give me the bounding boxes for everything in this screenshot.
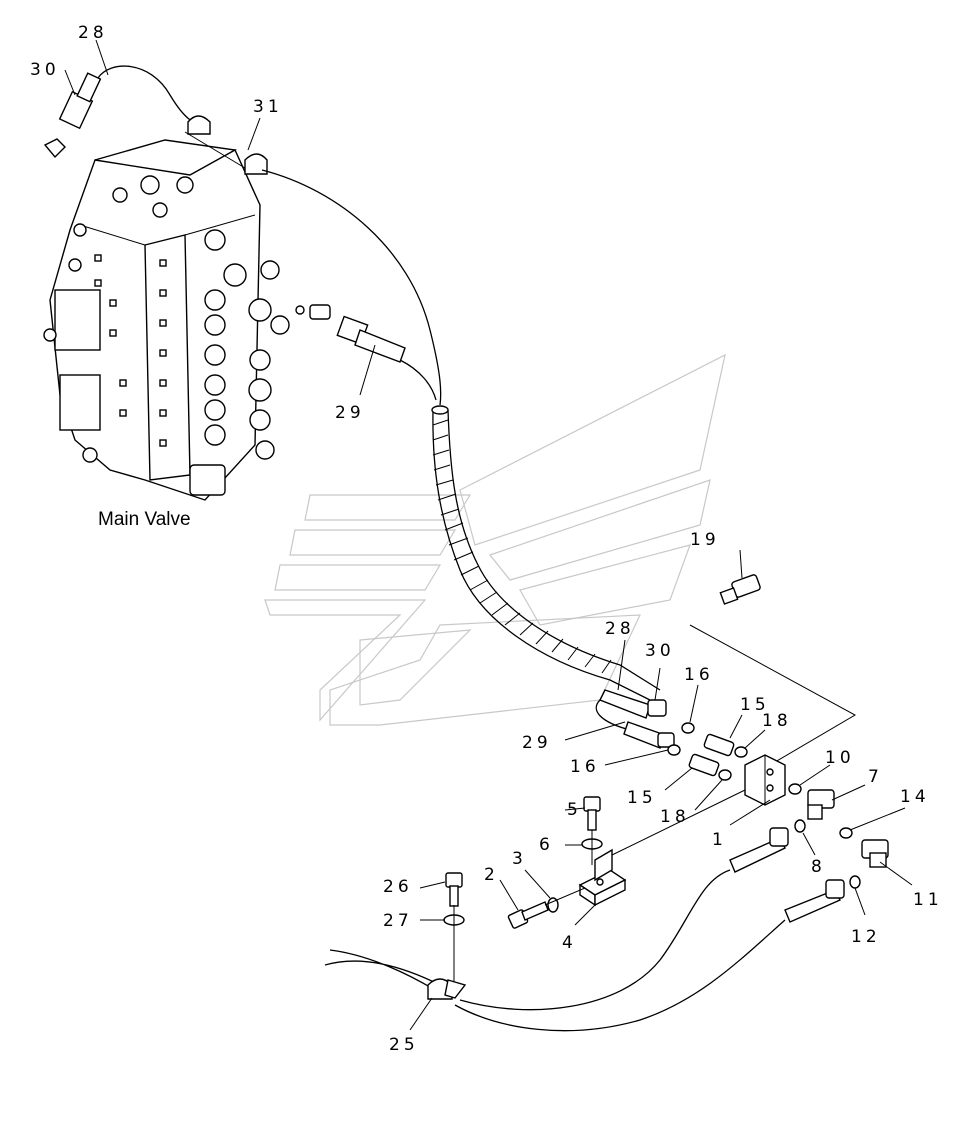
- callout-16-mid: 16: [570, 757, 600, 777]
- callout-26: 26: [383, 877, 413, 897]
- callout-15-top: 15: [740, 695, 770, 715]
- bolt-2: [507, 901, 549, 929]
- main-valve: [43, 139, 290, 501]
- callout-16-top: 16: [684, 665, 714, 685]
- o-ring-16b: [667, 744, 681, 756]
- callout-10: 10: [825, 748, 855, 768]
- o-ring-18b: [718, 769, 732, 781]
- block-1: [744, 754, 786, 806]
- elbow-11: [861, 839, 889, 868]
- callout-2: 2: [484, 865, 499, 885]
- valve-ports: [43, 175, 290, 463]
- watermark-logo: [264, 353, 726, 726]
- connectors-15: [688, 733, 735, 777]
- o-ring-14: [839, 827, 853, 839]
- callout-11: 11: [913, 890, 943, 910]
- clamp-25: [427, 978, 467, 1000]
- sensor-30-top: [43, 72, 102, 159]
- harness-28-top: [97, 65, 206, 126]
- callout-18-top: 18: [762, 711, 792, 731]
- callout-31: 31: [253, 97, 283, 117]
- callout-15-mid: 15: [627, 788, 657, 808]
- main-cable-2: [399, 359, 437, 401]
- callout-28-top: 28: [78, 23, 108, 43]
- elbow-7: [807, 789, 835, 820]
- spiral-wrap-hose: [431, 405, 661, 701]
- callout-29-top: 29: [335, 403, 365, 423]
- lower-hose-2: [454, 919, 786, 1032]
- bolt-26: [445, 872, 463, 907]
- bolt-5: [583, 796, 601, 831]
- sensor-29-valve: [295, 304, 406, 363]
- o-ring-10: [788, 783, 802, 795]
- callout-18-mid: 18: [660, 807, 690, 827]
- callout-27: 27: [383, 911, 413, 931]
- callout-1: 1: [712, 830, 727, 850]
- washer-3: [547, 897, 559, 913]
- guide-19: [689, 624, 857, 766]
- valve-holes: [94, 254, 167, 447]
- callout-7: 7: [868, 767, 883, 787]
- o-ring-16a: [681, 722, 695, 734]
- callout-30-top: 30: [30, 60, 60, 80]
- callout-4: 4: [562, 933, 577, 953]
- main-cable: [261, 169, 442, 406]
- callout-30-mid: 30: [645, 641, 675, 661]
- main-valve-caption: Main Valve: [98, 509, 191, 530]
- bracket-4: [578, 848, 627, 907]
- harness-ends: [595, 689, 675, 749]
- lower-hose-1: [459, 869, 731, 1011]
- callout-3: 3: [512, 849, 527, 869]
- callout-8: 8: [811, 857, 826, 877]
- callout-19: 19: [690, 530, 720, 550]
- leader-lines: [64, 39, 913, 1031]
- callout-14: 14: [900, 787, 930, 807]
- callout-6: 6: [539, 835, 554, 855]
- clamps-31: [184, 115, 268, 175]
- hose-fittings: [729, 827, 861, 923]
- o-ring-8: [794, 819, 806, 833]
- callout-29-mid: 29: [522, 733, 552, 753]
- callout-12: 12: [851, 927, 881, 947]
- callout-25: 25: [389, 1035, 419, 1055]
- callout-5: 5: [567, 800, 582, 820]
- o-ring-18a: [734, 746, 748, 758]
- callout-28-mid: 28: [605, 619, 635, 639]
- lower-cable: [324, 949, 441, 991]
- callouts: 28 30 31 29 19 28 30 16 15 18 29 16 15 1…: [30, 23, 943, 1055]
- sensor-19: [719, 574, 761, 605]
